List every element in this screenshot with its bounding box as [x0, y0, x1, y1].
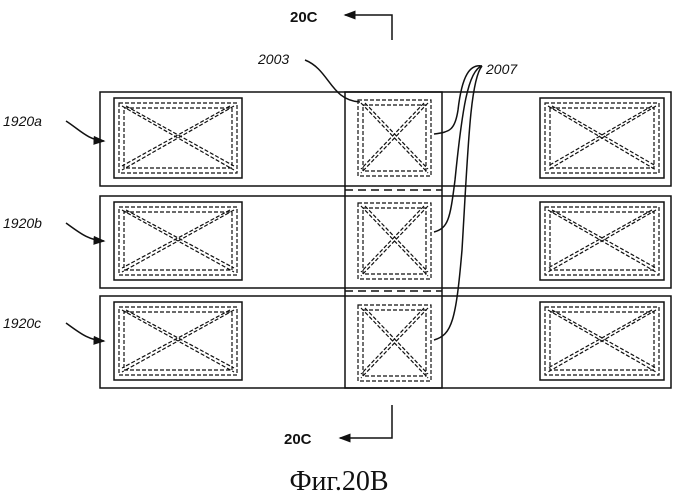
- label-1920a: 1920a: [3, 113, 42, 129]
- label-2007: 2007: [485, 61, 518, 77]
- crossed-cell: [114, 302, 242, 380]
- leader-line-2007: [434, 66, 482, 134]
- leader-arrow: [66, 223, 104, 241]
- center-cells: [358, 100, 431, 381]
- crossed-cell: [540, 302, 664, 380]
- crossed-cell: [358, 305, 431, 381]
- dashed-frame-outer: [119, 307, 237, 375]
- dashed-frame-outer: [119, 207, 237, 275]
- crossed-cell: [358, 203, 431, 279]
- section-marker-bottom: 20C: [284, 431, 312, 448]
- leader-arrow: [66, 121, 104, 141]
- section-arrow-top: [345, 15, 392, 40]
- crossed-cell: [358, 100, 431, 176]
- dashed-frame-outer: [119, 103, 237, 173]
- label-1920b: 1920b: [3, 215, 42, 231]
- leader-arrow: [66, 323, 104, 341]
- label-1920c: 1920c: [3, 315, 41, 331]
- section-arrow-bottom: [340, 405, 392, 438]
- figure-caption: Фиг.20B: [289, 466, 388, 497]
- leader-line-2003: [305, 60, 360, 102]
- crossed-cell: [114, 202, 242, 280]
- crossed-cell: [540, 98, 664, 178]
- crossed-cell: [540, 202, 664, 280]
- section-marker-top: 20C: [290, 9, 318, 26]
- strip-rows: [100, 92, 671, 388]
- crossed-cell: [114, 98, 242, 178]
- leader-line-2007: [434, 66, 482, 232]
- label-2003: 2003: [257, 51, 289, 67]
